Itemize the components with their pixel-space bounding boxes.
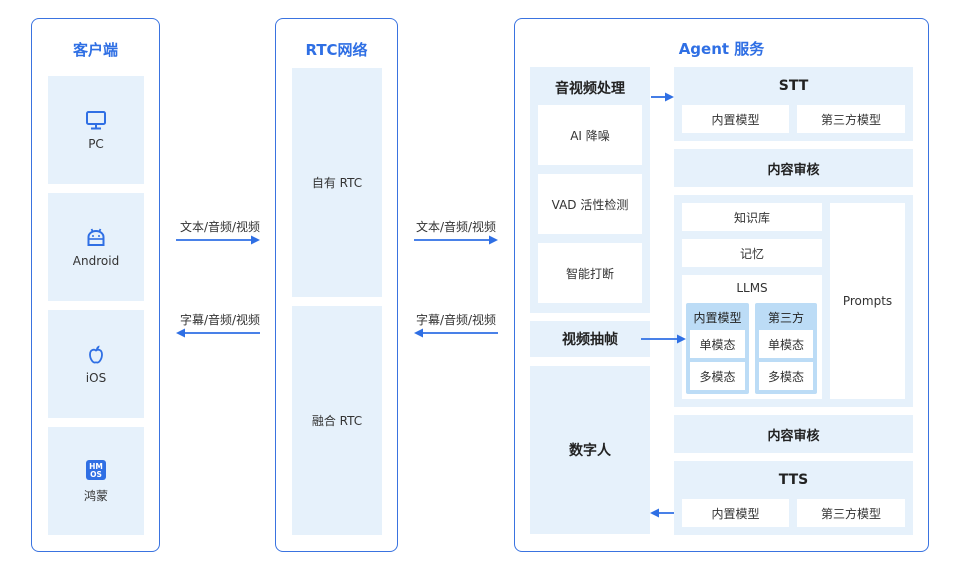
- rtc-title: RTC网络: [305, 41, 368, 59]
- knowledge-base: 知识库: [682, 203, 822, 231]
- video-frame-extraction: 视频抽帧: [530, 321, 650, 357]
- llms-builtin-single-modal: 单模态: [690, 330, 745, 358]
- client-panel: 客户端 PC Android iOS HM OS: [31, 18, 160, 552]
- tts-title: TTS: [778, 472, 809, 488]
- client-title: 客户端: [72, 41, 118, 59]
- client-item-label: 鸿蒙: [83, 488, 108, 503]
- llms-third-party-title: 第三方: [767, 311, 804, 325]
- llms-third-party-single-modal: 单模态: [759, 330, 813, 358]
- digital-human: 数字人: [530, 366, 650, 534]
- rtc-panel: RTC网络 自有 RTC 融合 RTC: [275, 18, 398, 552]
- client-item-android: Android: [48, 193, 144, 301]
- rtc-own: 自有 RTC: [292, 68, 382, 297]
- av-item-denoise: AI 降噪: [538, 105, 642, 165]
- client-item-pc: PC: [48, 76, 144, 184]
- android-icon: [87, 228, 105, 246]
- content-moderation-top: 内容审核: [674, 149, 913, 187]
- tts-third-party-model: 第三方模型: [797, 499, 905, 527]
- llms-builtin-title: 内置模型: [693, 311, 742, 325]
- client-item-label: Android: [72, 254, 120, 268]
- agent-title: Agent 服务: [678, 40, 765, 58]
- client-item-harmony: HM OS 鸿蒙: [48, 427, 144, 535]
- client-item-ios: iOS: [48, 310, 144, 418]
- client-item-label: iOS: [85, 371, 107, 385]
- harmonyos-icon: HM OS: [86, 459, 106, 480]
- link-label-rtc-to-agent: 文本/音频/视频: [415, 220, 497, 234]
- svg-text:OS: OS: [90, 469, 102, 478]
- stt-third-party-model: 第三方模型: [797, 105, 905, 133]
- av-item-interrupt: 智能打断: [538, 243, 642, 303]
- rtc-fusion: 融合 RTC: [292, 306, 382, 535]
- client-item-label: PC: [88, 137, 104, 151]
- apple-icon: [89, 345, 103, 364]
- av-item-vad: VAD 活性检测: [538, 174, 642, 234]
- stt-title: STT: [778, 78, 809, 94]
- tts-builtin-model: 内置模型: [682, 499, 789, 527]
- memory: 记忆: [682, 239, 822, 267]
- content-moderation-bottom: 内容审核: [674, 415, 913, 453]
- llms-builtin-multi-modal: 多模态: [690, 362, 745, 390]
- link-label-rtc-to-client: 字幕/音频/视频: [179, 313, 261, 327]
- prompts: Prompts: [830, 203, 905, 399]
- link-label-agent-to-rtc: 字幕/音频/视频: [415, 313, 497, 327]
- av-processing-title: 音视频处理: [555, 81, 625, 97]
- llms-third-party-multi-modal: 多模态: [759, 362, 813, 390]
- svg-text:HM: HM: [89, 461, 103, 470]
- link-label-client-to-rtc: 文本/音频/视频: [179, 220, 261, 234]
- monitor-icon: [86, 111, 106, 130]
- llms-title: LLMS: [736, 281, 768, 295]
- stt-builtin-model: 内置模型: [682, 105, 789, 133]
